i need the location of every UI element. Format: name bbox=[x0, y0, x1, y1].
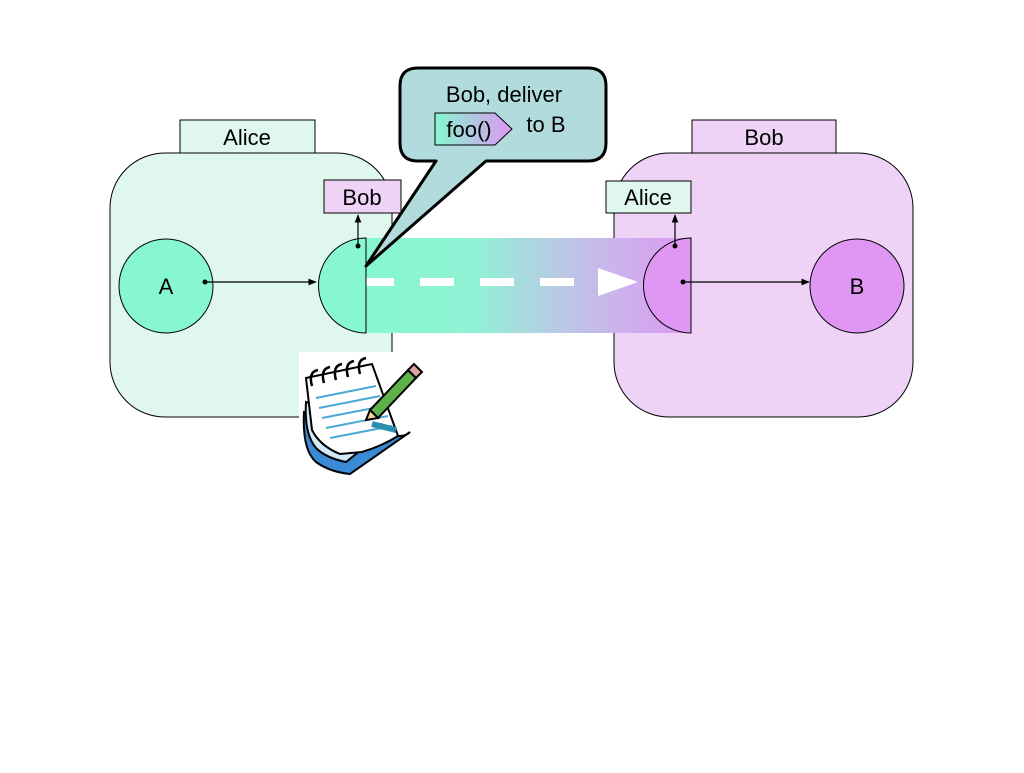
alice-vat-title-box bbox=[179, 119, 316, 154]
alice-proxy-ref-box bbox=[323, 179, 402, 214]
message-pipe bbox=[366, 238, 691, 333]
node-b bbox=[809, 238, 905, 334]
bob-vat-title-box bbox=[691, 119, 837, 154]
bob-proxy-ref-arrow bbox=[671, 214, 679, 249]
callout-line2: to B bbox=[526, 112, 565, 137]
alice-vat-title: Alice bbox=[223, 125, 271, 150]
callout-line1: Bob, deliver bbox=[446, 82, 562, 107]
message-flow-arrow bbox=[360, 268, 638, 296]
alice-proxy-ref-arrow bbox=[354, 214, 362, 249]
node-a-label: A bbox=[159, 274, 174, 299]
a-to-proxy-arrow bbox=[202, 278, 317, 286]
node-b-label: B bbox=[850, 274, 865, 299]
bob-vat: Bob bbox=[613, 119, 914, 418]
alice-vat: Alice bbox=[109, 119, 393, 418]
message-tag bbox=[434, 112, 513, 146]
notepad-pencil-icon bbox=[299, 352, 424, 476]
bob-proxy-ref-label: Alice bbox=[624, 185, 672, 210]
bob-proxy-node bbox=[643, 237, 692, 334]
bob-proxy-ref-box bbox=[605, 180, 692, 214]
message-tag-label: foo() bbox=[446, 117, 491, 142]
callout-bubble: Bob, deliver foo() to B bbox=[364, 66, 608, 268]
proxy-to-b-arrow bbox=[680, 278, 810, 286]
bob-vat-title: Bob bbox=[744, 125, 783, 150]
node-a bbox=[118, 238, 214, 334]
alice-proxy-node bbox=[318, 237, 367, 334]
alice-proxy-ref-label: Bob bbox=[342, 185, 381, 210]
